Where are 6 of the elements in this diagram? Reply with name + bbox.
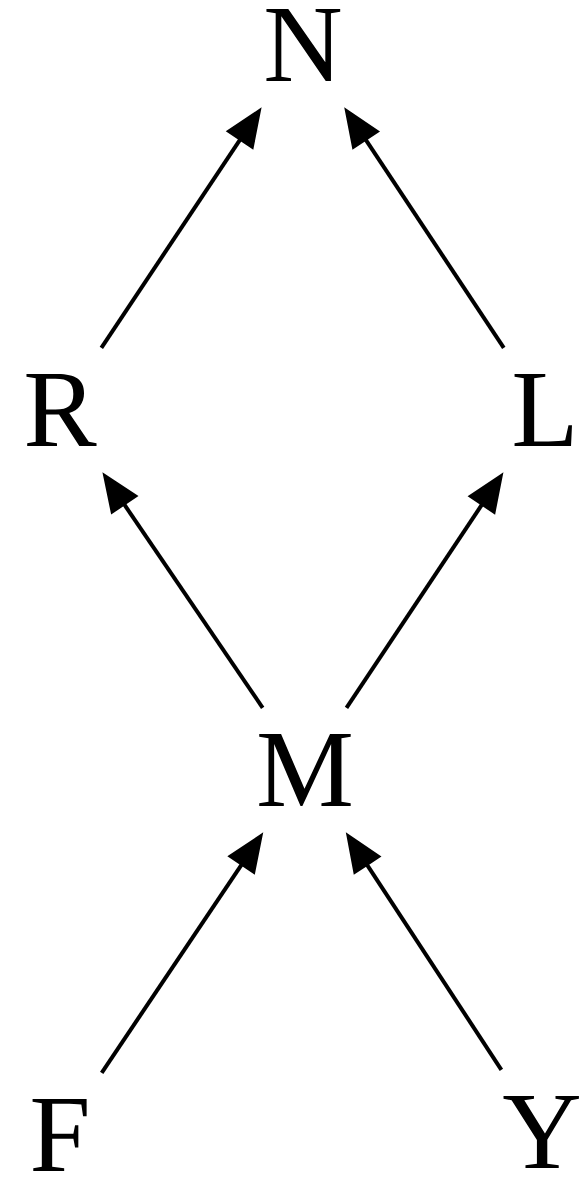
letter-label: M [259,734,351,806]
letter-label: L [514,374,572,447]
letter-label: R [26,374,97,447]
letter-label: N [266,9,341,82]
letter-label: F [32,1099,87,1171]
letter-label: Y [503,1096,579,1168]
